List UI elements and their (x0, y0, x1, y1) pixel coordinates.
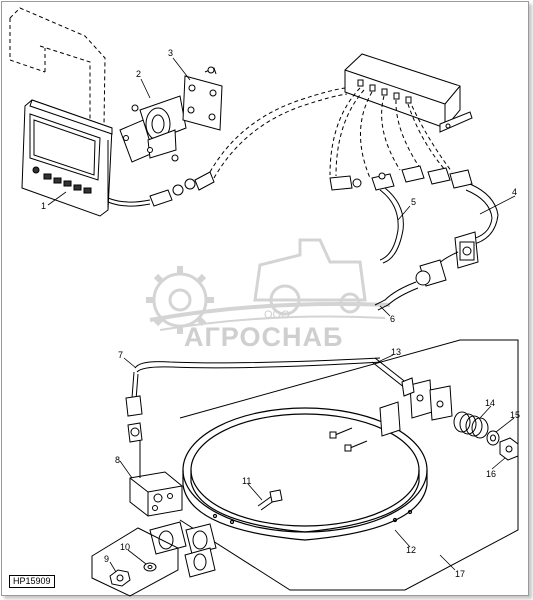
callout-17: 17 (455, 569, 465, 579)
washer (486, 430, 500, 446)
harness-branches (329, 87, 453, 179)
spring (453, 411, 489, 439)
callout-6: 6 (390, 314, 395, 324)
display-monitor (21, 99, 113, 217)
bulkhead-cable (374, 251, 459, 311)
long-bolt (371, 357, 415, 397)
flat-washer (143, 562, 157, 572)
callout-9: 9 (104, 554, 109, 564)
harness-main-cable (209, 87, 348, 179)
callout-1: 1 (41, 201, 46, 211)
mounting-bolt (257, 489, 283, 511)
mount-bracket (119, 95, 187, 163)
callout-3: 3 (168, 48, 173, 58)
callout-11: 11 (242, 476, 251, 486)
callout-13: 13 (391, 347, 401, 357)
callout-14: 14 (485, 398, 495, 408)
callout-5: 5 (411, 197, 416, 207)
mounting-ring (182, 407, 428, 541)
watermark-prefix: ООО (264, 309, 290, 321)
callout-16: 16 (486, 469, 496, 479)
nut (499, 437, 519, 461)
callout-8: 8 (115, 455, 120, 465)
ring-bolts (329, 427, 368, 452)
mount-plate (182, 66, 223, 131)
base-plate-outline (179, 339, 519, 591)
lower-brackets (149, 521, 217, 578)
callout-4: 4 (512, 187, 517, 197)
sensor-block (129, 440, 183, 517)
extension-cable (379, 187, 404, 264)
reference-code: HP15909 (9, 575, 55, 588)
watermark-logo (146, 238, 391, 334)
fastener-group-outline (91, 527, 179, 597)
callout-2: 2 (136, 69, 141, 79)
watermark-brand: АГРОСНАБ (184, 322, 343, 352)
callout-7: 7 (118, 350, 123, 360)
monitor-cable (107, 171, 215, 207)
callout-12: 12 (406, 545, 416, 555)
sensor-cable (125, 357, 383, 443)
harness-connectors (329, 165, 473, 191)
adapter-cable (454, 183, 499, 269)
callout-15: 15 (510, 410, 520, 420)
ring-clamp (379, 379, 453, 437)
callout-10: 10 (120, 542, 130, 552)
leader-lines (47, 57, 516, 573)
lock-nut (109, 569, 131, 587)
controller-module (344, 53, 473, 133)
